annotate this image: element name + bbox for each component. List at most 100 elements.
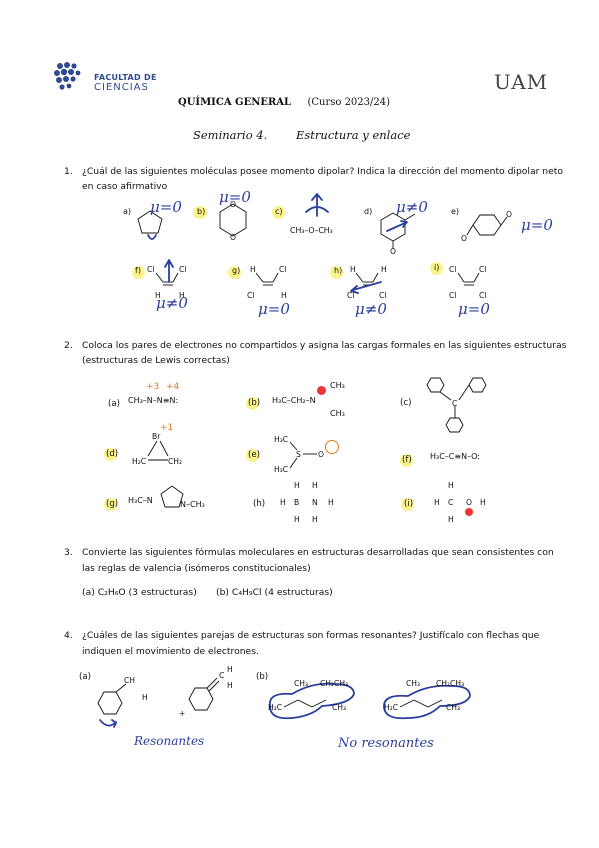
q1-label-e: e)	[451, 207, 460, 216]
q2-label-c: (c)	[400, 398, 412, 408]
q4-a2-c: C	[219, 671, 224, 680]
q1-annot-d: μ≠0	[396, 198, 428, 216]
q2-formula-b-me2: CH₃	[330, 409, 345, 418]
uam-logo: UAM	[494, 70, 549, 94]
q1-label-d: d)	[364, 207, 373, 216]
q1-d-o-bot: O	[390, 247, 396, 255]
course-year: (Curso 2023/24)	[307, 97, 391, 108]
q2-number: 2.	[64, 340, 73, 351]
q1-text-line2: en caso afirmativo	[82, 181, 168, 192]
q2-charge-i	[465, 508, 473, 516]
q3-text-line1: Convierte las siguientes fórmulas molecu…	[82, 547, 554, 558]
q1-h-cl2: Cl	[379, 291, 386, 300]
q1-label-b: b)	[197, 207, 206, 216]
q4-a2-plus: +	[179, 709, 185, 718]
q4-annot-a: Resonantes	[134, 734, 205, 748]
q1-annot-f: μ≠0	[156, 294, 188, 312]
q1-e-o-right: O	[506, 210, 512, 219]
seminar-topic: Estructura y enlace	[296, 128, 411, 142]
q1-g-h2: H	[281, 291, 287, 300]
molecule-cyclohexanedione-13: O	[380, 212, 416, 255]
molecule-dichloroethene-h: H H Cl Cl	[347, 265, 387, 300]
q1-g-h1: H	[250, 265, 256, 274]
q1-b-o-bot: O	[230, 233, 236, 242]
faculty-name-line2: CIENCIAS	[94, 82, 149, 93]
q1-h-h1: H	[350, 265, 356, 274]
q2-label-e: (e)	[248, 450, 260, 460]
q2-h-h2: H	[328, 498, 334, 507]
q1-g-cl2: Cl	[247, 291, 254, 300]
q2-i-h3: H	[448, 481, 454, 490]
q1-b-o-top: O	[230, 200, 236, 209]
q4-b1-ch3-top: CH₃	[294, 679, 308, 688]
course-title-name: QUÍMICA GENERAL	[178, 97, 292, 108]
q1-annot-b: μ=0	[219, 188, 251, 206]
q2-charge-a1: +3	[146, 382, 160, 392]
q2-formula-g-left: H₃C–N	[128, 496, 153, 505]
q2-label-i: (i)	[404, 499, 414, 509]
molecule-borane-ammonia: B N H H H H H H	[280, 481, 334, 524]
molecule-dimethylether-arrow	[305, 193, 329, 217]
q4-a-ch: CH	[124, 676, 135, 685]
q4-label-a: (a)	[79, 672, 91, 682]
q2-c-center: C	[452, 399, 457, 408]
molecule-dichloroethene-f: Cl Cl H H	[147, 259, 186, 300]
q2-formula-g-right: N–CH₃	[180, 500, 205, 509]
molecule-resonance-a2: C H H +	[179, 665, 233, 718]
faculty-name-line1: FACULTAD DE	[94, 73, 157, 82]
molecule-tetrachloroethene: Cl Cl Cl Cl	[449, 265, 486, 300]
q2-text-line1: Coloca los pares de electrones no compar…	[82, 340, 567, 351]
q2-charge-e	[325, 440, 339, 454]
q2-text-line2: (estructuras de Lewis correctas)	[82, 355, 230, 366]
q2-e-o: O	[318, 450, 324, 459]
q3-number: 3.	[64, 547, 73, 558]
q2-label-g: (g)	[106, 499, 119, 509]
q1-f-cl1: Cl	[147, 265, 154, 274]
q4-a-h: H	[142, 693, 148, 702]
q1-h-h2: H	[381, 265, 387, 274]
q2-formula-b: H₃C–CH₂–N	[272, 396, 316, 405]
q1-label-f: f)	[135, 266, 141, 275]
molecule-dioxane: O O	[219, 200, 247, 242]
q2-label-h: (h)	[253, 499, 266, 509]
q2-h-h5: H	[294, 515, 300, 524]
q1-i-cl3: Cl	[449, 291, 456, 300]
q4-b2-ch2: CH₃	[446, 703, 460, 712]
q1-annot-g: μ=0	[258, 300, 290, 318]
q1-f-cl2: Cl	[179, 265, 186, 274]
molecule-imidazolium-ring	[160, 485, 184, 508]
q1-i-cl2: Cl	[479, 265, 486, 274]
q1-annot-i: μ=0	[458, 300, 490, 318]
molecule-cyclopentanone	[137, 210, 163, 240]
q4-b2-h3c: H₂C	[384, 703, 398, 712]
molecule-benzyl-cation: CH H	[97, 676, 148, 728]
q2-label-a: (a)	[108, 399, 120, 409]
molecule-dichloroethene-g: H Cl Cl H	[247, 265, 287, 300]
q1-f-h2: H	[179, 291, 185, 300]
q1-text-line1: ¿Cuál de las siguientes moléculas posee …	[82, 166, 564, 177]
q3-text-line2: las reglas de valencia (isómeros constit…	[82, 563, 311, 574]
q1-e-o-left: O	[461, 234, 467, 243]
q2-charge-b	[317, 386, 326, 395]
q2-d-right: CH₂	[168, 457, 182, 466]
q2-h-h4: H	[312, 481, 318, 490]
q1-label-i: i)	[434, 263, 440, 272]
q1-h-cl1: Cl	[347, 291, 354, 300]
faculty-logo-icon	[54, 62, 81, 90]
q4-label-b: (b)	[256, 672, 269, 682]
q2-label-d: (d)	[106, 449, 119, 459]
course-title: QUÍMICA GENERAL (Curso 2023/24)	[178, 97, 390, 108]
q2-i-h4: H	[448, 515, 454, 524]
q2-i-c: C	[448, 498, 453, 507]
q1-i-cl1: Cl	[449, 265, 456, 274]
q1-annot-e: μ=0	[521, 216, 553, 234]
q2-h-b: B	[294, 498, 299, 507]
q3-option-b: (b) C₄H₉Cl (4 estructuras)	[216, 587, 333, 598]
q4-annot-b: No resonantes	[338, 736, 434, 751]
q4-a2-h2: H	[227, 681, 233, 690]
q4-text-line2: indiquen el movimiento de electrones.	[82, 646, 259, 657]
q2-i-h2: H	[480, 498, 486, 507]
q1-label-g: g)	[232, 266, 241, 275]
q4-text-line1: ¿Cuáles de las siguientes parejas de est…	[82, 630, 540, 641]
q1-f-h1: H	[155, 291, 161, 300]
